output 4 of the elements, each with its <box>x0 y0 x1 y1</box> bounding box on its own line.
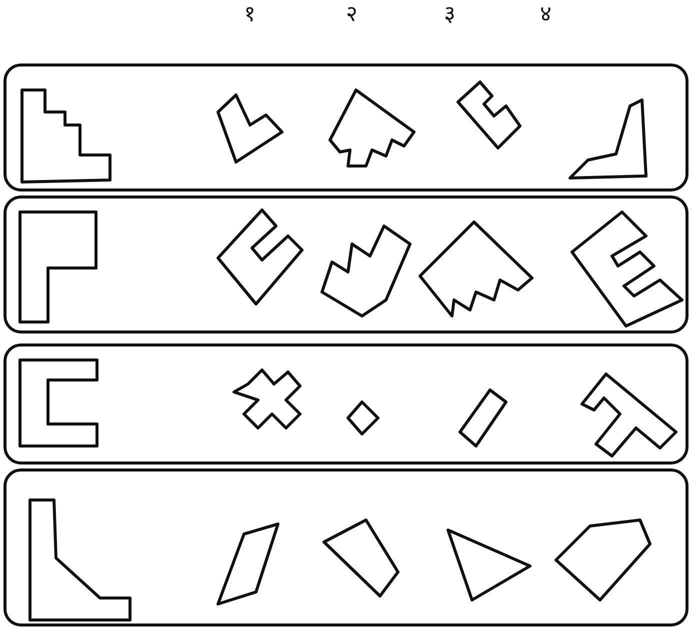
column-number: ३ <box>444 2 455 28</box>
column-number: १ <box>244 2 255 28</box>
column-number: ४ <box>540 2 551 28</box>
column-number: २ <box>346 2 357 28</box>
